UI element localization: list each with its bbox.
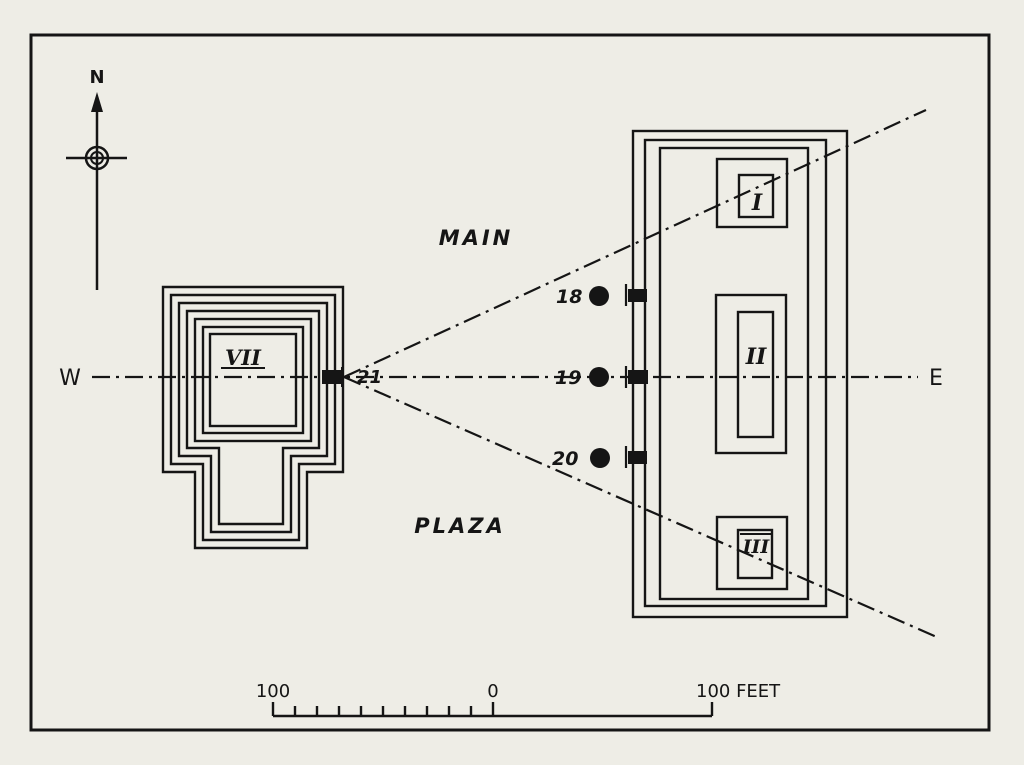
structure-i: [715, 157, 789, 229]
stela-21-label: 20: [552, 448, 578, 470]
structure-iii-label: III: [742, 536, 771, 558]
scale-label-left: 100: [256, 681, 290, 702]
stela-18: [589, 284, 647, 306]
structure-vii-label: VII: [225, 345, 262, 370]
stela-20-label: 21: [357, 367, 382, 388]
scale-label-right: 100 FEET: [696, 681, 781, 702]
map-frame: [29, 33, 991, 732]
sight-line-southeast: [343, 375, 940, 640]
stela-19: [589, 366, 648, 388]
north-arrow-icon: [66, 92, 127, 290]
structure-iii: [715, 515, 789, 591]
plaza-label-plaza: PLAZA: [414, 514, 506, 538]
structure-i-label: I: [751, 190, 763, 216]
scale-bar: [271, 702, 714, 718]
west-label: W: [59, 366, 81, 391]
stela-18-label: 18: [556, 286, 582, 308]
east-label: E: [929, 366, 943, 391]
structure-ii: [714, 293, 788, 455]
north-label: N: [89, 67, 104, 88]
stela-20-marker: [322, 370, 342, 384]
sight-lines: [92, 109, 940, 640]
plaza-label-main: MAIN: [439, 226, 514, 250]
stela-19-label: 19: [555, 367, 581, 389]
sight-line-northeast: [343, 109, 927, 378]
stela-21: [590, 446, 647, 468]
structure-ii-label: II: [745, 344, 767, 370]
scale-label-zero: 0: [487, 681, 498, 702]
structure-vii: [161, 285, 345, 550]
